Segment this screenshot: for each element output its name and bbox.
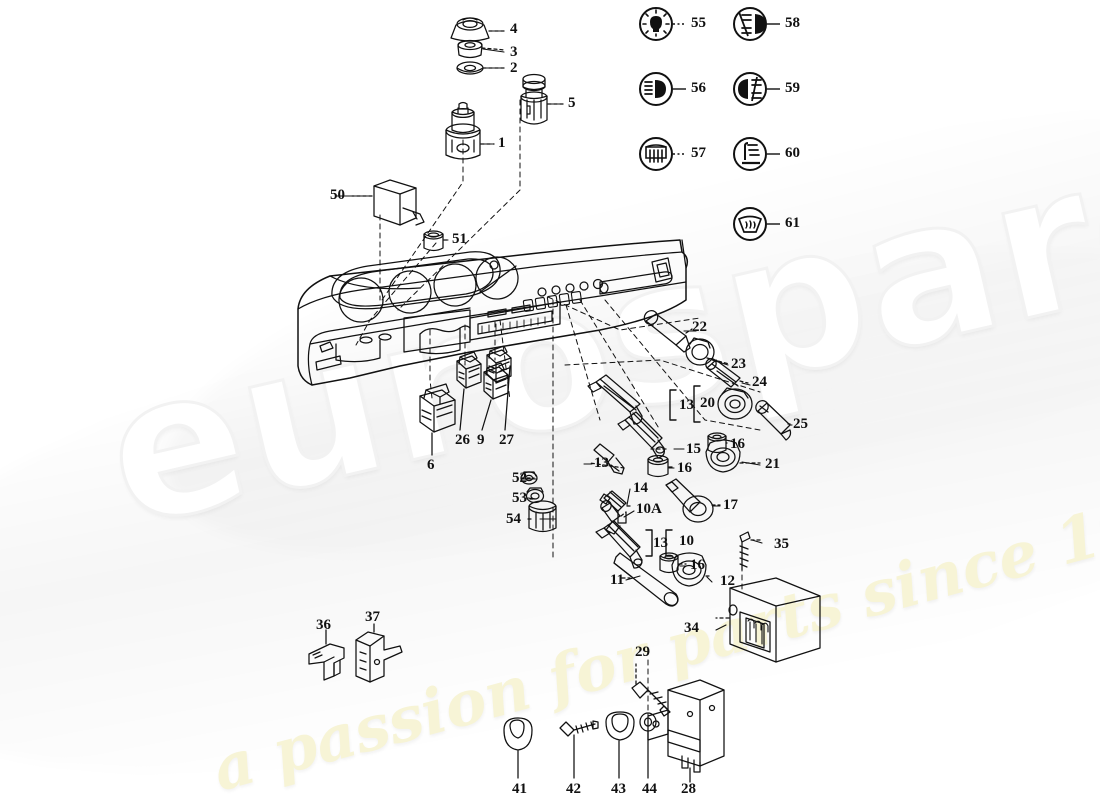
callout-2: 2 <box>510 60 518 76</box>
callout-35: 35 <box>774 536 789 552</box>
callout-16-c: 16 <box>690 557 705 573</box>
seat-heater-icon <box>733 137 780 171</box>
callout-11: 11 <box>610 572 625 588</box>
callout-13-b: 13 <box>594 455 609 471</box>
callout-43: 43 <box>611 781 626 797</box>
callout-54: 54 <box>506 511 521 527</box>
legend-number-55: 55 <box>691 15 706 31</box>
callout-14: 14 <box>633 480 648 496</box>
callout-28: 28 <box>681 781 696 797</box>
callout-13-a: 13 <box>679 397 694 413</box>
interior-light-icon <box>639 7 686 41</box>
rear-fog-light-icon <box>733 72 780 106</box>
symbol-legend-group <box>639 7 780 241</box>
callout-24: 24 <box>752 374 767 390</box>
callout-9: 9 <box>477 432 485 448</box>
legend-number-59: 59 <box>785 80 800 96</box>
callout-21: 21 <box>765 456 780 472</box>
callout-20: 20 <box>700 395 715 411</box>
callout-42: 42 <box>566 781 581 797</box>
callout-3: 3 <box>510 44 518 60</box>
callout-34: 34 <box>684 620 699 636</box>
callout-51: 51 <box>452 231 467 247</box>
callout-29: 29 <box>635 644 650 660</box>
callout-27: 27 <box>499 432 514 448</box>
callout-16-a: 16 <box>730 436 745 452</box>
callout-4: 4 <box>510 21 518 37</box>
callout-22: 22 <box>692 319 707 335</box>
callout-17: 17 <box>723 497 738 513</box>
headlight-icon <box>639 72 686 106</box>
callout-52: 52 <box>512 470 527 486</box>
callout-12: 12 <box>720 573 735 589</box>
callout-23: 23 <box>731 356 746 372</box>
callout-50: 50 <box>330 187 345 203</box>
callout-6: 6 <box>427 457 435 473</box>
callout-1: 1 <box>498 135 506 151</box>
callout-13-c: 13 <box>653 535 668 551</box>
legend-number-60: 60 <box>785 145 800 161</box>
legend-number-57: 57 <box>691 145 706 161</box>
legend-number-56: 56 <box>691 80 706 96</box>
callout-53: 53 <box>512 490 527 506</box>
callout-44: 44 <box>642 781 657 797</box>
callout-25: 25 <box>793 416 808 432</box>
callout-5: 5 <box>568 95 576 111</box>
callout-37: 37 <box>365 609 380 625</box>
legend-number-58: 58 <box>785 15 800 31</box>
callout-10: 10 <box>679 533 694 549</box>
legend-number-61: 61 <box>785 215 800 231</box>
callout-10a: 10A <box>636 501 662 517</box>
front-fog-light-icon <box>733 7 780 41</box>
windscreen-wiper-icon <box>733 207 780 241</box>
callout-16-b: 16 <box>677 460 692 476</box>
rear-defroster-icon <box>639 137 686 171</box>
callout-41: 41 <box>512 781 527 797</box>
callout-36: 36 <box>316 617 331 633</box>
callout-26: 26 <box>455 432 470 448</box>
callout-15: 15 <box>686 441 701 457</box>
